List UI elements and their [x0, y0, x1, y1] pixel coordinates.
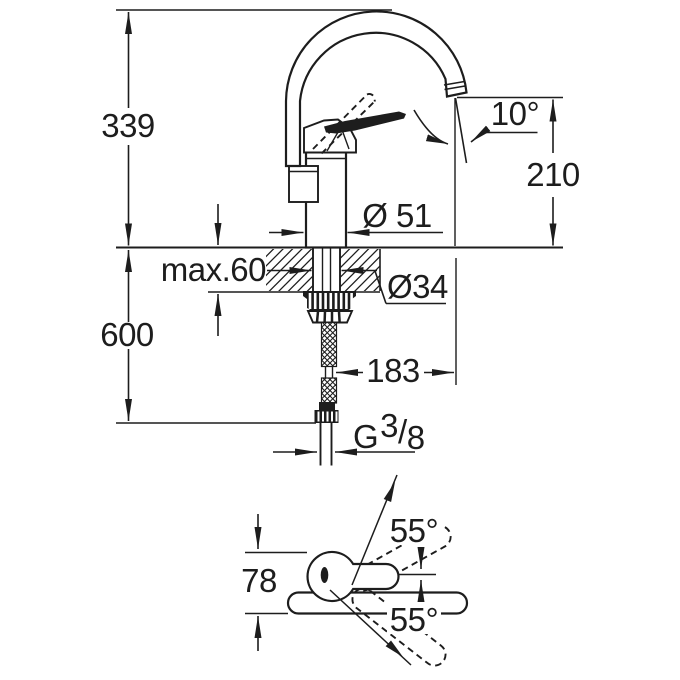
dim-thread-label: G3/8 — [353, 407, 425, 456]
dim-10deg: 10° — [413, 95, 540, 246]
dim-210: 210 — [457, 96, 580, 246]
label-mask-up — [387, 514, 441, 545]
dim-dia51-label: Ø 51 — [362, 197, 432, 234]
dim-183: 183 — [336, 258, 457, 389]
shank-tube — [312, 248, 341, 291]
handle-plan-outline — [306, 550, 400, 603]
dim-max60-label: max.60 — [161, 251, 266, 288]
dim-dia34-label: Ø34 — [387, 268, 448, 305]
dim-600-label: 600 — [100, 316, 154, 353]
dim-183-label: 183 — [366, 352, 420, 389]
handle-lever — [324, 111, 406, 134]
supply-hose — [320, 321, 338, 404]
dim-thread-g38: G3/8 — [273, 407, 425, 456]
swivel-arrows — [329, 474, 425, 666]
dim-55deg-down-label: 55° — [390, 601, 438, 638]
mounting-nut — [303, 291, 356, 324]
spout-outline — [284, 10, 468, 168]
side-view: 339 600 max.60 Ø34 Ø 51 — [100, 9, 580, 466]
aerator-band-line2 — [444, 85, 466, 91]
top-view: 78 55° 55° — [241, 474, 469, 667]
dim-600: 600 — [100, 250, 154, 421]
dim-10deg-label: 10° — [491, 95, 539, 132]
dim-max60: max.60 — [161, 204, 267, 336]
dim-210-label: 210 — [526, 156, 580, 193]
dim-55deg-up-label: 55° — [390, 512, 438, 549]
dim-339-label: 339 — [101, 107, 155, 144]
dim-339: 339 — [101, 12, 155, 246]
connection-tube — [319, 423, 333, 466]
aerator-band-line1 — [443, 80, 465, 86]
dim-dia51: Ø 51 — [269, 197, 443, 236]
hose-fitting — [314, 402, 339, 423]
dim-dia34: Ø34 — [267, 267, 449, 305]
label-mask-down — [387, 603, 441, 634]
dim-78: 78 — [241, 514, 277, 651]
handle-plan-dot — [320, 567, 329, 583]
dim-78-label: 78 — [241, 562, 277, 599]
